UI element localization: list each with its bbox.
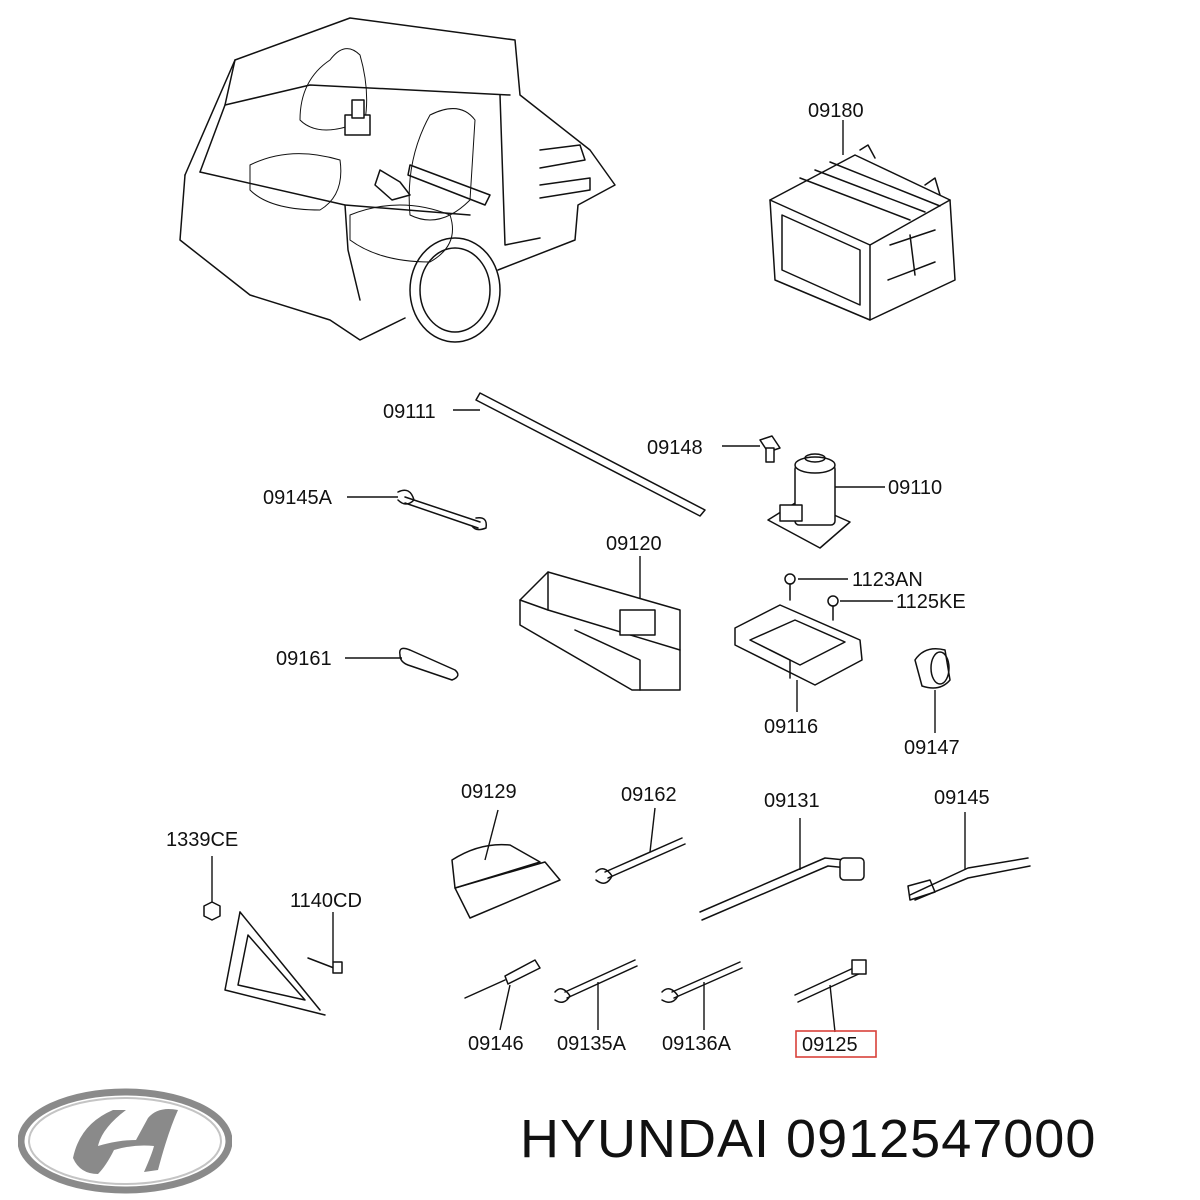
label-09135A: 09135A [557,1033,627,1055]
part-09145A-wrench [397,489,488,531]
highlight-box-09125 [795,1030,877,1058]
part-09120-tray [519,571,681,691]
part-09116-bracket [734,604,863,686]
label-1140CD: 1140CD [290,890,362,912]
part-09129-bag [451,843,561,919]
label-1125KE: 1125KE [896,591,966,613]
label-09145: 09145 [934,787,990,809]
label-09116: 09116 [764,716,818,738]
label-09145A: 09145A [263,487,333,509]
hyundai-logo [18,1088,232,1194]
part-09111-rod [475,392,706,517]
part-09110-jack [767,453,851,549]
label-09120: 09120 [606,533,662,555]
warning-triangle [224,911,326,1016]
part-09162-wrench [595,837,686,884]
part-09161-band [398,647,459,681]
footer-part-number: 0912547000 [786,1109,1097,1169]
label-09111: 09111 [383,401,436,423]
part-09146-screwdriver [464,959,541,999]
label-09131: 09131 [764,790,820,812]
label-09125[interactable]: 09125 [802,1034,858,1056]
part-1339CE-nut [203,901,221,921]
label-09146: 09146 [468,1033,524,1055]
part-09147-clip [914,648,951,689]
part-09136A-wrench [661,961,743,1003]
label-09147: 09147 [904,737,960,759]
part-09145-pliers [907,857,1031,901]
label-09136A: 09136A [662,1033,732,1055]
truck-cab-illustration [179,17,616,343]
part-09180-box [769,144,956,321]
label-09148: 09148 [647,437,703,459]
part-09135A-wrench [554,959,638,1003]
part-1125KE-screw [827,595,839,621]
part-1123AN-screw [784,573,796,601]
label-09129: 09129 [461,781,517,803]
label-09162: 09162 [621,784,677,806]
footer-brand-name: HYUNDAI [520,1109,771,1169]
label-09180: 09180 [808,100,864,122]
part-09131-lug-wrench [699,857,865,921]
part-1140CD-bolt [307,957,343,974]
label-09110: 09110 [888,477,942,499]
label-1123AN: 1123AN [852,569,923,591]
label-09161: 09161 [276,648,332,670]
label-1339CE: 1339CE [166,829,238,851]
part-09148-bolt [759,435,781,463]
